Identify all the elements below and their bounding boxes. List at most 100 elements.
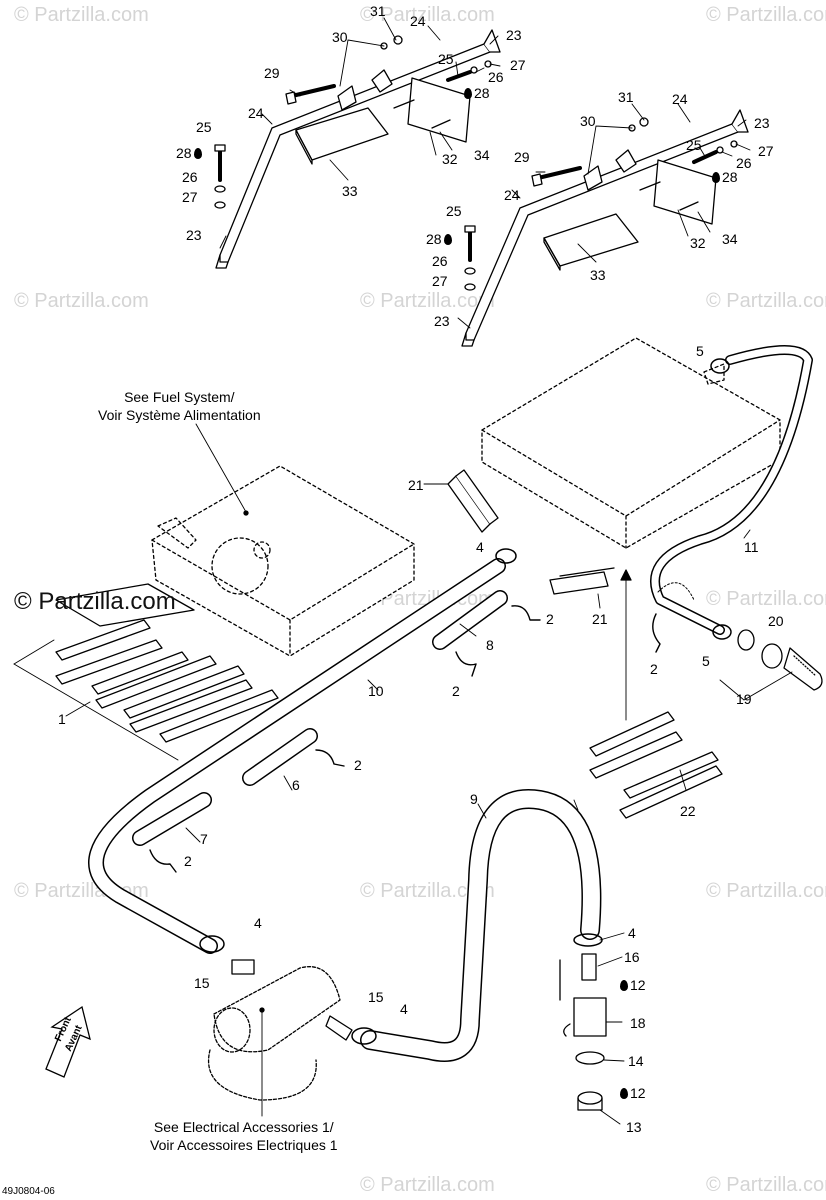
watermark: © Partzilla.com xyxy=(360,4,495,26)
callout-2: 2 xyxy=(184,853,192,869)
bracket-assembly-right xyxy=(461,109,749,347)
callout-29: 29 xyxy=(514,149,530,165)
callout-4: 4 xyxy=(476,539,484,555)
callout-28: 28 xyxy=(176,146,204,160)
fuel-tank-left xyxy=(151,465,415,657)
callout-11: 11 xyxy=(744,539,759,555)
callout-21: 21 xyxy=(408,477,424,493)
watermark: © Partzilla.com xyxy=(360,290,495,312)
callout-14: 14 xyxy=(628,1053,644,1069)
callout-16: 16 xyxy=(624,949,640,965)
drawing-code: 49J0804-06 xyxy=(2,1186,55,1197)
valve-assembly xyxy=(559,953,607,1111)
watermark: © Partzilla.com xyxy=(706,4,826,26)
oil-drop-icon xyxy=(620,1088,628,1099)
oil-drop-icon xyxy=(712,172,720,183)
callout-13: 13 xyxy=(626,1119,642,1135)
callout-27: 27 xyxy=(432,273,448,289)
brand-watermark: © Partzilla.com xyxy=(14,588,176,615)
callout-26: 26 xyxy=(432,253,448,269)
elec-note-line2: Voir Accessoires Electriques 1 xyxy=(150,1137,338,1153)
callout-30: 30 xyxy=(580,113,596,129)
callout-25: 25 xyxy=(686,137,702,153)
oil-drop-icon xyxy=(464,88,472,99)
callout-12: 12 xyxy=(620,978,646,992)
callout-12: 12 xyxy=(620,1086,646,1100)
callout-2: 2 xyxy=(546,611,554,627)
watermark: © Partzilla.com xyxy=(14,4,149,26)
callout-4: 4 xyxy=(400,1001,408,1017)
callout-25: 25 xyxy=(446,203,462,219)
oil-drop-icon xyxy=(443,234,452,245)
callout-23: 23 xyxy=(186,227,202,243)
callout-25: 25 xyxy=(196,119,212,135)
strip-21 xyxy=(447,469,615,595)
callout-33: 33 xyxy=(342,183,358,199)
fuel-note-line1: See Fuel System/ xyxy=(124,389,235,405)
clamps xyxy=(199,358,732,1045)
callout-27: 27 xyxy=(758,143,774,159)
callout-7: 7 xyxy=(200,831,208,847)
pump-assembly xyxy=(208,966,341,1101)
pads-group-22 xyxy=(589,711,723,819)
callout-34: 34 xyxy=(474,147,490,163)
filler-neck xyxy=(737,629,823,691)
watermark: © Partzilla.com xyxy=(706,880,826,902)
callout-29: 29 xyxy=(264,65,280,81)
callout-10: 10 xyxy=(368,683,384,699)
leader-lines-upper xyxy=(219,17,751,329)
oil-drop-icon xyxy=(193,148,202,159)
callout-23: 23 xyxy=(434,313,450,329)
callout-33: 33 xyxy=(590,267,606,283)
callout-19: 19 xyxy=(736,691,752,707)
callout-24: 24 xyxy=(248,105,264,121)
callout-31: 31 xyxy=(618,89,634,105)
callout-5: 5 xyxy=(702,653,710,669)
callout-21: 21 xyxy=(592,611,608,627)
callout-6: 6 xyxy=(292,777,300,793)
bracket-assembly-left xyxy=(214,29,501,269)
pads-group-1 xyxy=(55,583,279,743)
fuel-note-line2: Voir Système Alimentation xyxy=(98,407,261,423)
callout-5: 5 xyxy=(696,343,704,359)
callout-20: 20 xyxy=(768,613,784,629)
callout-9: 9 xyxy=(470,791,478,807)
fittings-15 xyxy=(231,959,353,1041)
callout-15: 15 xyxy=(368,989,384,1005)
callout-31: 31 xyxy=(370,3,386,19)
callout-1: 1 xyxy=(58,711,66,727)
watermark: © Partzilla.com xyxy=(14,290,149,312)
electrical-note: See Electrical Accessories 1/ Voir Acces… xyxy=(150,1118,338,1154)
clips-2 xyxy=(149,605,661,873)
callout-25: 25 xyxy=(438,51,454,67)
callout-24: 24 xyxy=(504,187,520,203)
callout-18: 18 xyxy=(630,1015,646,1031)
valve-leaders xyxy=(597,932,625,1125)
callout-4: 4 xyxy=(628,925,636,941)
callout-27: 27 xyxy=(510,57,526,73)
callout-15: 15 xyxy=(194,975,210,991)
callout-2: 2 xyxy=(354,757,362,773)
callout-4: 4 xyxy=(254,915,262,931)
callout-34: 34 xyxy=(722,231,738,247)
callout-32: 32 xyxy=(442,151,458,167)
watermark: © Partzilla.com xyxy=(706,290,826,312)
callout-8: 8 xyxy=(486,637,494,653)
callout-28: 28 xyxy=(426,232,454,246)
callout-27: 27 xyxy=(182,189,198,205)
callout-24: 24 xyxy=(672,91,688,107)
front-arrow: Front Avant xyxy=(40,1005,100,1086)
callout-23: 23 xyxy=(506,27,522,43)
callout-2: 2 xyxy=(452,683,460,699)
callout-32: 32 xyxy=(690,235,706,251)
callout-28: 28 xyxy=(712,170,738,184)
watermark: © Partzilla.com xyxy=(360,880,495,902)
fuel-system-note: See Fuel System/ Voir Système Alimentati… xyxy=(98,388,261,424)
callout-2: 2 xyxy=(650,661,658,677)
callout-26: 26 xyxy=(488,69,504,85)
oil-drop-icon xyxy=(620,980,628,991)
elec-note-line1: See Electrical Accessories 1/ xyxy=(153,1119,334,1135)
callout-23: 23 xyxy=(754,115,770,131)
callout-22: 22 xyxy=(680,803,696,819)
